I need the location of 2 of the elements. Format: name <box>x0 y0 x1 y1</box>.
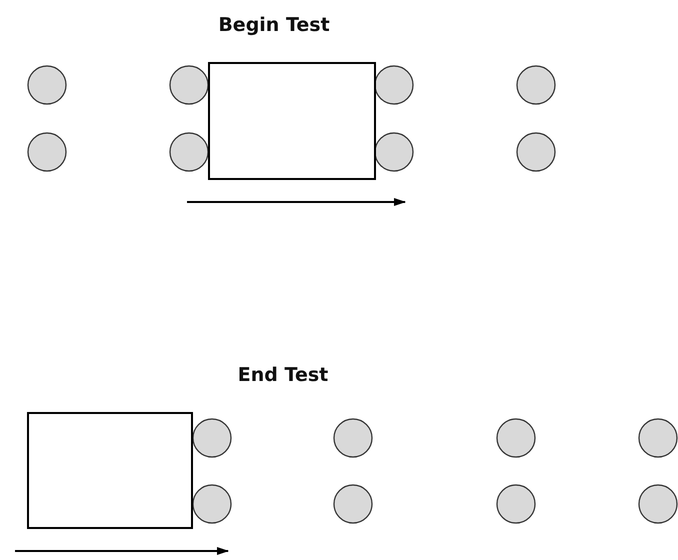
section-title: Begin Test <box>218 14 330 36</box>
section-title: End Test <box>238 364 328 386</box>
